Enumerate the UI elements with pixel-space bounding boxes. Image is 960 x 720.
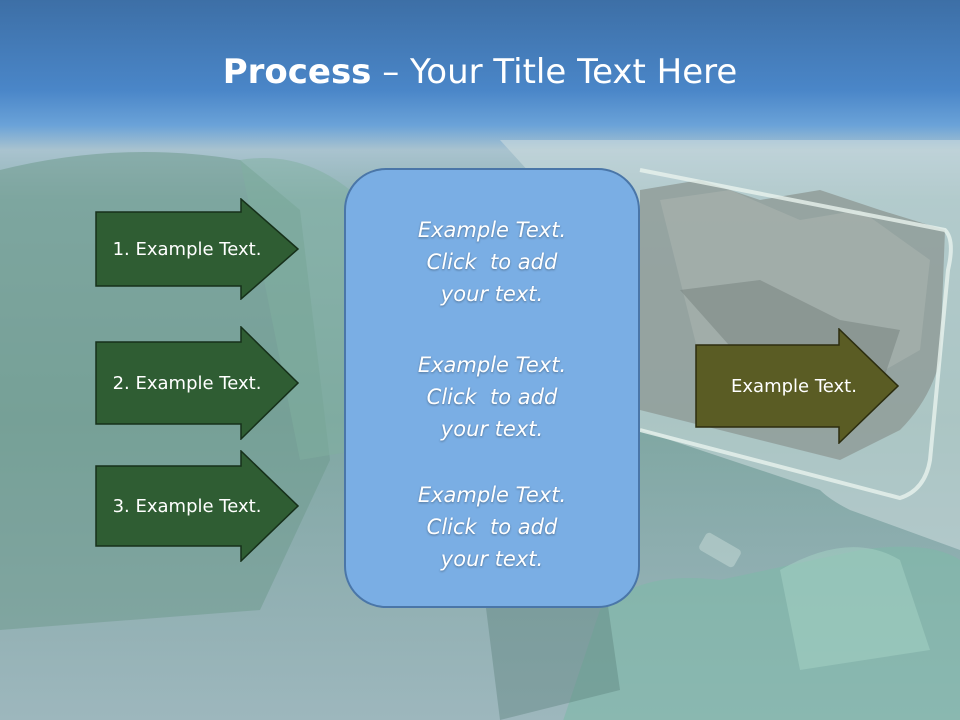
result-arrow[interactable]: Example Text. (695, 328, 899, 444)
para-line: your text. (440, 417, 544, 441)
result-label: Example Text. (731, 375, 857, 397)
title-bold: Process (222, 52, 372, 92)
arrow-shape-icon (95, 326, 299, 440)
center-text-box[interactable]: Example Text. Click to add your text. Ex… (344, 168, 640, 608)
step-arrow-2[interactable]: 2. Example Text. (95, 326, 299, 440)
para-line: Click to add (426, 515, 558, 539)
step-label: 2. Example Text. (112, 372, 262, 394)
arrow-shape-icon (95, 198, 299, 300)
step-label: 1. Example Text. (112, 238, 262, 260)
para-line: Click to add (426, 385, 558, 409)
para-line: your text. (440, 282, 544, 306)
para-line: Example Text. (417, 353, 567, 377)
arrow-shape-icon (695, 328, 899, 444)
para-line: Example Text. (417, 218, 567, 242)
center-paragraph-1: Example Text. Click to add your text. (346, 214, 638, 310)
step-label: 3. Example Text. (112, 495, 262, 517)
step-arrow-3[interactable]: 3. Example Text. (95, 450, 299, 562)
para-line: Example Text. (417, 483, 567, 507)
title-rest: – Your Title Text Here (371, 52, 738, 92)
para-line: Click to add (426, 250, 558, 274)
arrow-shape-icon (95, 450, 299, 562)
para-line: your text. (440, 547, 544, 571)
step-arrow-1[interactable]: 1. Example Text. (95, 198, 299, 300)
center-paragraph-2: Example Text. Click to add your text. (346, 349, 638, 445)
slide-title: Process – Your Title Text Here (0, 52, 960, 92)
center-paragraph-3: Example Text. Click to add your text. (346, 479, 638, 575)
